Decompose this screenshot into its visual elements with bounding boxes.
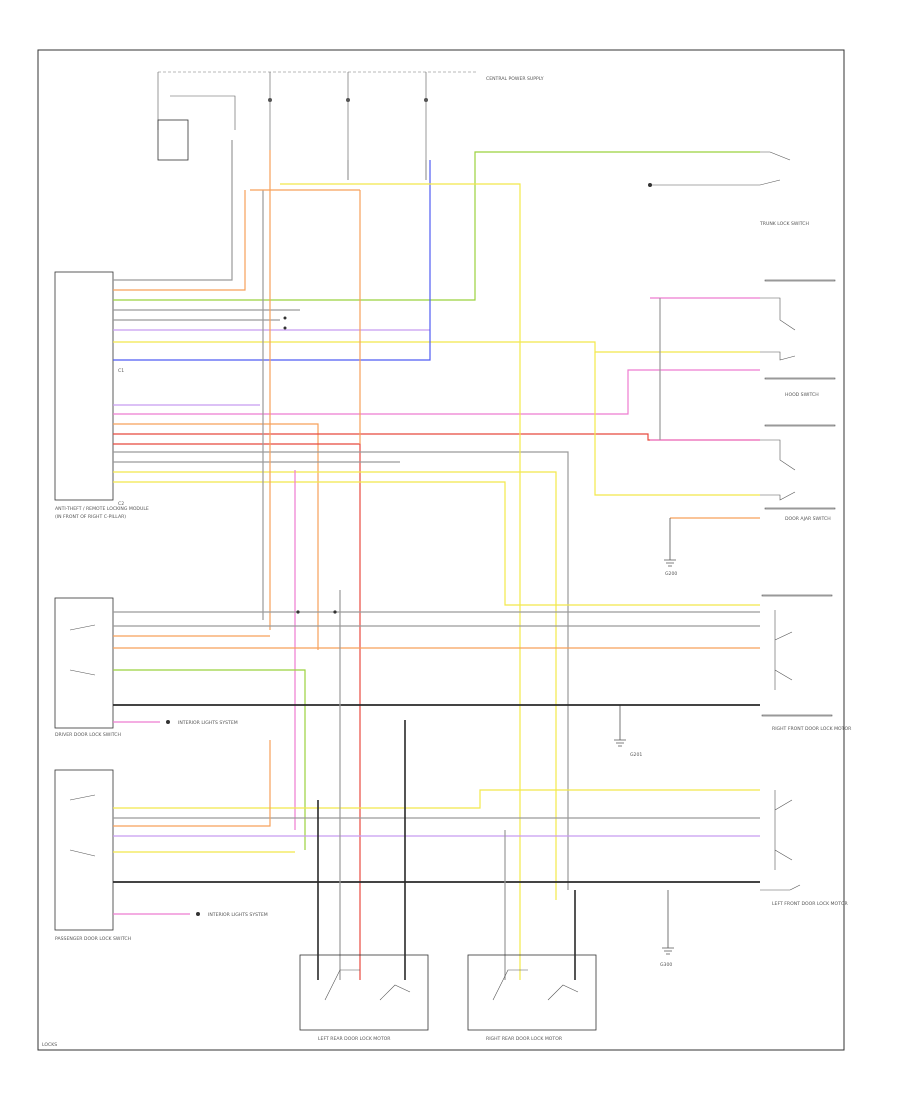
anti-theft-module: ANTI-THEFT / REMOTE LOCKING MODULE (IN F… — [54, 271, 149, 520]
vertical-feeds — [250, 150, 521, 980]
passenger-door-switch-label: PASSENGER DOOR LOCK SWITCH — [55, 936, 131, 942]
wire-yellow-2 — [113, 471, 557, 900]
module-main-label: ANTI-THEFT / REMOTE LOCKING MODULE — [55, 506, 149, 512]
wire-red-2 — [113, 443, 361, 980]
wire-orange-2 — [113, 423, 319, 650]
diagram-frame — [37, 49, 845, 1051]
footer-label: LOCKS — [42, 1042, 57, 1048]
interior-lights-label-1: INTERIOR LIGHTS SYSTEM — [178, 720, 238, 726]
wire-yellow-3 — [113, 481, 760, 606]
interior-lights-label-2: INTERIOR LIGHTS SYSTEM — [208, 912, 268, 918]
wire-red-1 — [113, 433, 760, 441]
ground-label-g200: G200 — [665, 571, 677, 577]
driver-switch-wires — [113, 610, 760, 850]
ground-label-g300: G300 — [660, 962, 672, 968]
central-power-supply-label: CENTRAL POWER SUPPLY — [486, 76, 544, 82]
trunk-switch-label: TRUNK LOCK SWITCH — [759, 221, 809, 227]
module-main-sublabel: (IN FRONT OF RIGHT C-PILLAR) — [55, 514, 126, 520]
module-wires-c1 — [113, 140, 760, 361]
driver-door-switch: DRIVER DOOR LOCK SWITCH — [54, 597, 121, 738]
driver-door-switch-label: DRIVER DOOR LOCK SWITCH — [55, 732, 121, 738]
fuse-bus: CENTRAL POWER SUPPLY — [157, 71, 544, 160]
right-front-actuator: RIGHT FRONT DOOR LOCK MOTOR — [761, 594, 852, 732]
connector-c2-label: C2 — [118, 501, 124, 507]
ajar-switch-label: DOOR AJAR SWITCH — [785, 516, 831, 522]
wire-pink-1 — [113, 369, 760, 415]
left-rear-actuator-label: LEFT REAR DOOR LOCK MOTOR — [318, 1036, 391, 1042]
passenger-door-switch: PASSENGER DOOR LOCK SWITCH — [54, 769, 131, 942]
wire-gray-4 — [113, 451, 569, 890]
wire-green-1 — [113, 151, 760, 301]
right-side-switches: TRUNK LOCK SWITCH HOOD SWITCH DOOR AJAR … — [648, 151, 836, 522]
connector-c1-label: C1 — [118, 368, 124, 374]
left-front-actuator: LEFT FRONT DOOR LOCK MOTOR — [760, 790, 849, 907]
wire-yellow-1 — [113, 341, 760, 353]
ignition-switch — [157, 95, 236, 161]
right-wires — [594, 297, 760, 519]
interior-lights-2: INTERIOR LIGHTS SYSTEM — [196, 912, 268, 918]
left-rear-actuator: LEFT REAR DOOR LOCK MOTOR — [299, 954, 429, 1042]
wire-yellow-r1 — [594, 352, 760, 496]
ground-label-g201: G201 — [630, 752, 642, 758]
right-rear-actuator: RIGHT REAR DOOR LOCK MOTOR — [467, 954, 597, 1042]
interior-lights-1: INTERIOR LIGHTS SYSTEM — [166, 720, 238, 726]
left-front-actuator-label: LEFT FRONT DOOR LOCK MOTOR — [772, 901, 849, 907]
passenger-switch-wires — [113, 740, 760, 915]
hood-switch-label: HOOD SWITCH — [785, 392, 819, 398]
ground-symbols: G200 G201 G300 — [614, 518, 677, 968]
wire-orange-1 — [113, 190, 246, 291]
wire-blue-1 — [113, 160, 431, 361]
wire-yellow-vert — [280, 183, 521, 980]
right-rear-actuator-label: RIGHT REAR DOOR LOCK MOTOR — [486, 1036, 563, 1042]
wire-gray-1 — [113, 140, 233, 281]
right-front-actuator-label: RIGHT FRONT DOOR LOCK MOTOR — [772, 726, 852, 732]
black-verticals — [317, 720, 576, 980]
module-wires-c2 — [113, 369, 760, 980]
